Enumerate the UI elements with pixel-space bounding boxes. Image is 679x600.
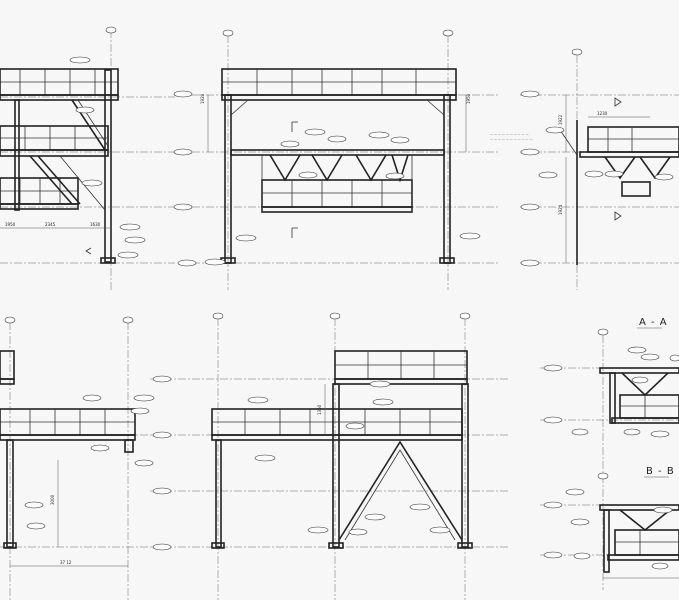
svg-text:1950: 1950 [5, 222, 16, 227]
svg-text:— — — — — — — — — —: — — — — — — — — — — [490, 132, 529, 136]
section-a-a: A - A [571, 317, 679, 438]
svg-text:1230: 1230 [597, 111, 608, 116]
elevation-view-2: 1920 1950 [200, 68, 481, 266]
elevation-view-1: 1950 2345 1630 [0, 56, 146, 264]
elevation-view-4: 3000 37 12 [0, 350, 155, 567]
svg-text:2345: 2345 [45, 222, 56, 227]
svg-text:1350: 1350 [317, 404, 322, 415]
svg-text:1630: 1630 [90, 222, 101, 227]
grid-axis-bubbles [4, 26, 609, 559]
svg-text:1924: 1924 [558, 204, 563, 215]
svg-text:1922: 1922 [558, 114, 563, 125]
svg-text:1950: 1950 [466, 93, 471, 104]
section-b-b: B - B [565, 466, 679, 579]
svg-text:37 12: 37 12 [60, 560, 72, 565]
elevation-view-3: 1922 1924 1230 — — — — — — — — — — — — —… [490, 95, 679, 265]
section-aa-title: A - A [639, 317, 668, 328]
svg-text:3000: 3000 [50, 494, 55, 505]
svg-text:— — — — — — — — — — —: — — — — — — — — — — — [490, 137, 533, 141]
svg-text:1920: 1920 [200, 93, 205, 104]
section-bb-title: B - B [646, 466, 675, 477]
elevation-view-5: 1350 [211, 350, 473, 549]
